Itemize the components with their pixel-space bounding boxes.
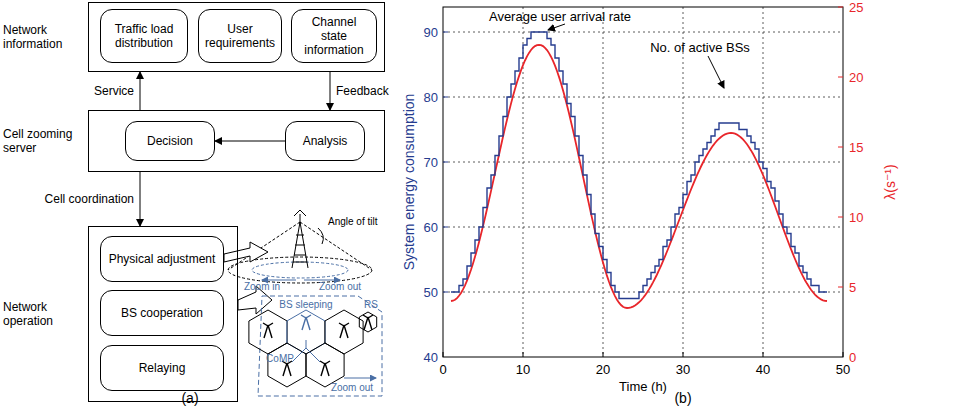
annotation-label: (b) — [674, 390, 691, 406]
tick-label: 50 — [836, 362, 850, 377]
annotation-label: CoMP — [266, 353, 294, 365]
edge-label: Service — [94, 84, 134, 98]
tick-label: 30 — [676, 362, 690, 377]
connector-arrow — [140, 72, 141, 110]
process-box: Physical adjustment — [100, 236, 224, 282]
tick-label: 25 — [849, 0, 863, 15]
edge-label: Feedback — [336, 84, 389, 98]
process-box: Analysis — [285, 121, 365, 161]
edge-label: Cell coordination — [42, 192, 134, 206]
group-heading: Network information — [3, 23, 83, 51]
tick-label: 90 — [424, 25, 438, 40]
tick-label: 0 — [439, 362, 446, 377]
tick-label: 15 — [849, 140, 863, 155]
tick-label: 40 — [424, 350, 438, 365]
box-label: Traffic load distribution — [106, 22, 182, 50]
annotation-label: Zoom out — [331, 382, 373, 394]
annotation-label: Zoom in — [244, 281, 280, 293]
annotation-label: Time (h) — [619, 379, 667, 394]
hex-cells-illustration — [238, 286, 382, 396]
box-label: Physical adjustment — [109, 252, 216, 266]
annotation-label: RS — [364, 299, 378, 311]
box-label: BS cooperation — [121, 306, 203, 320]
annotation-label: System energy consumption — [401, 94, 417, 271]
tick-label: 5 — [849, 280, 856, 295]
tick-label: 40 — [756, 362, 770, 377]
box-label: Analysis — [303, 134, 348, 148]
group-heading: Cell zooming server — [3, 127, 83, 155]
process-box: Relaying — [100, 345, 224, 391]
chart-frame — [443, 7, 843, 357]
box-label: User requirements — [204, 22, 276, 50]
annotation-label: Angle of tilt — [328, 216, 377, 228]
tick-label: 60 — [424, 220, 438, 235]
process-box: Traffic load distribution — [100, 9, 188, 63]
box-label: Decision — [147, 134, 193, 148]
process-box: User requirements — [198, 9, 282, 63]
annotation-label: (a) — [181, 390, 198, 406]
box-label: Relaying — [139, 361, 186, 375]
tick-label: 10 — [516, 362, 530, 377]
tick-label: 20 — [849, 70, 863, 85]
tick-label: 70 — [424, 155, 438, 170]
annotation-label: Zoom out — [319, 281, 361, 293]
process-box: BS cooperation — [100, 290, 224, 336]
annotation-label: BS sleeping — [279, 299, 332, 311]
annotation-label: Average user arrival rate — [489, 9, 631, 24]
tick-label: 20 — [596, 362, 610, 377]
connector-arrow — [140, 172, 141, 226]
group-box: Network operationPhysical adjustmentBS c… — [88, 226, 238, 402]
tick-label: 80 — [424, 90, 438, 105]
process-box: Decision — [125, 121, 215, 161]
box-label: Channel state information — [297, 15, 371, 57]
connector-arrow — [215, 141, 285, 142]
group-box: Cell zooming serverDecisionAnalysis — [88, 110, 385, 172]
annotation-label: λ(s⁻¹) — [882, 164, 898, 199]
tick-label: 50 — [424, 285, 438, 300]
process-box: Channel state information — [291, 9, 377, 63]
group-heading: Network operation — [3, 300, 83, 328]
connector-arrow — [330, 72, 331, 110]
annotation-label: No. of active BSs — [650, 40, 750, 55]
tick-label: 10 — [849, 210, 863, 225]
group-box: Network informationTraffic load distribu… — [88, 2, 385, 72]
